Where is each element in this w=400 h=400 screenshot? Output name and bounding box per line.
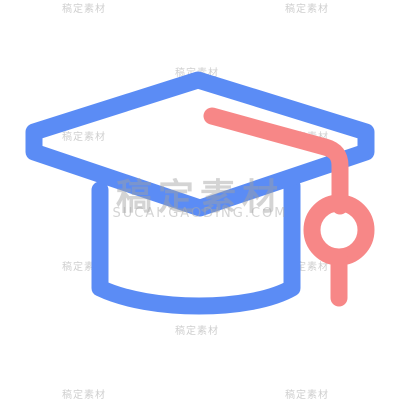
watermark-tile: 稿定素材 [285, 4, 329, 15]
watermark-tile: 稿定素材 [62, 132, 106, 143]
watermark-tile: 稿定素材 [62, 4, 106, 15]
watermark-tile: 稿定素材 [285, 262, 329, 273]
watermark-tile: 稿定素材 [285, 390, 329, 400]
tassel-cord [203, 107, 349, 215]
watermark-tile: 稿定素材 [175, 326, 219, 337]
watermark-tile: 稿定素材 [62, 390, 106, 400]
cap-body-outline [91, 177, 301, 315]
watermark-url: SUCAI.GAODING.COM [112, 206, 288, 221]
mortarboard-outline [25, 71, 375, 217]
watermark-tile: 稿定素材 [62, 262, 106, 273]
watermark-main: 稿定素材 [115, 177, 284, 218]
